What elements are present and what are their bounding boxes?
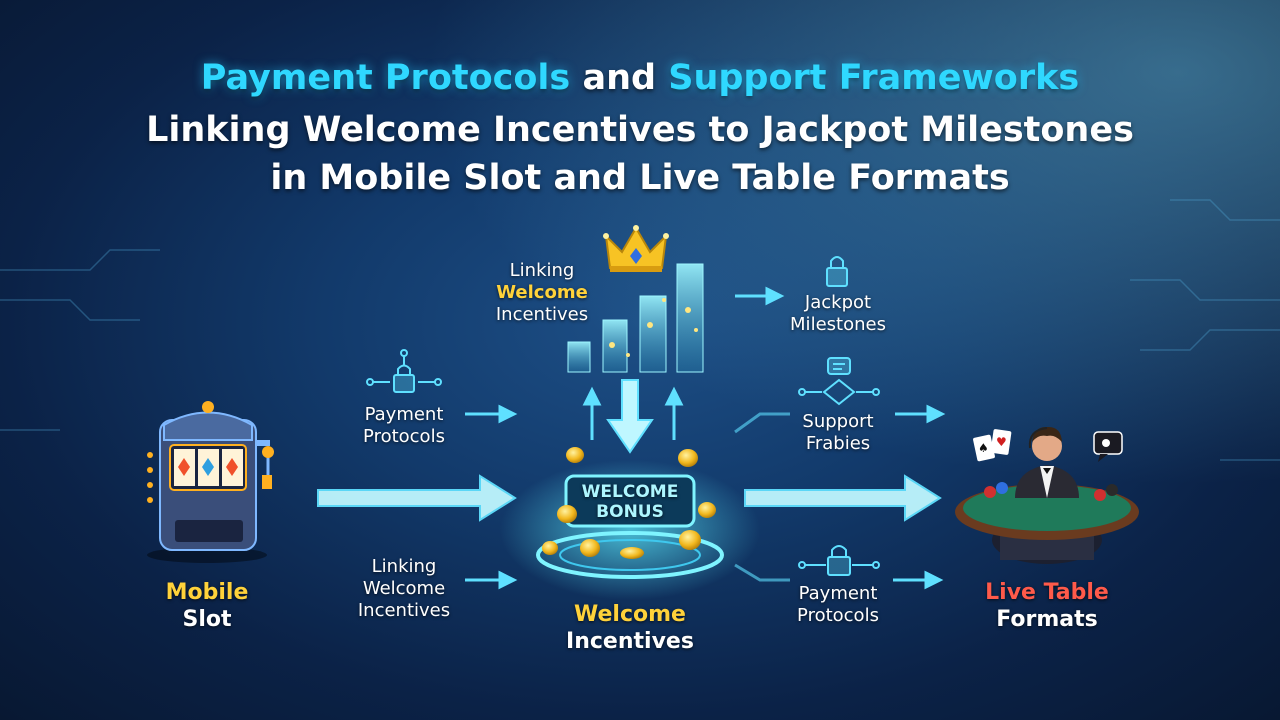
label-top-linking: Linking Welcome Incentives: [482, 260, 602, 326]
label-line: Support: [802, 411, 874, 432]
label-line: Protocols: [363, 426, 445, 447]
svg-text:♥: ♥: [996, 435, 1007, 449]
label-mobile-slot: Mobile Slot: [147, 579, 267, 633]
label-line: Mobile: [165, 580, 249, 605]
label-welcome-incentives: Welcome Incentives: [550, 601, 710, 655]
title-line-3: in Mobile Slot and Live Table Formats: [270, 158, 1010, 198]
label-line: Frabies: [805, 433, 871, 454]
label-line: Welcome: [574, 602, 686, 627]
arrow-payment-left: [465, 404, 518, 424]
label-line: Slot: [182, 607, 232, 632]
circuit-decoration: [0, 199, 1280, 461]
label-line: Protocols: [797, 605, 879, 626]
welcome-bonus-sign: [564, 474, 696, 528]
label-line: Live Table: [985, 580, 1109, 605]
label-linking-left: Linking Welcome Incentives: [344, 556, 464, 622]
arrow-center-down: [606, 379, 654, 454]
label-line: Welcome: [496, 282, 588, 303]
arrow-payment-right: [734, 563, 944, 590]
label-live-table-formats: Live Table Formats: [967, 579, 1127, 633]
arrow-linking-left: [465, 570, 518, 590]
coin-icon: [542, 447, 716, 559]
sign-line-2: BONUS: [596, 502, 664, 522]
title-highlight-support: Support Frameworks: [668, 58, 1080, 98]
label-line: Payment: [364, 404, 444, 425]
lock-network-icon-right: [798, 545, 880, 576]
dealer-table-icon: [955, 484, 1139, 564]
label-line: Formats: [996, 607, 1098, 632]
label-line: Linking: [371, 556, 437, 577]
label-line: Jackpot: [804, 292, 872, 313]
arrow-slot-to-welcome: [317, 474, 517, 522]
arrow-support-right: [734, 404, 946, 434]
crown-icon: [603, 225, 669, 272]
sign-line-1: WELCOME: [581, 482, 679, 502]
portal-ring: [536, 531, 724, 579]
label-line: Incentives: [357, 600, 451, 621]
title-line-1: Payment Protocols and Support Frameworks: [0, 58, 1280, 98]
label-support-frabies: Support Frabies: [778, 411, 898, 455]
lock-icon-jackpot: [826, 256, 848, 287]
slot-machine-icon: [147, 401, 274, 563]
label-line: Incentives: [566, 629, 694, 654]
arrow-to-jackpot: [735, 286, 785, 306]
growth-bars-icon: [567, 263, 704, 373]
slot-lights: [147, 452, 153, 503]
label-jackpot-milestones: Jackpot Milestones: [778, 292, 898, 336]
arrow-center-up-left: [582, 386, 602, 440]
dealer-icon: [1015, 426, 1079, 498]
chat-bubble-icon: [1093, 431, 1123, 462]
arrow-center-up-right: [664, 386, 684, 440]
chat-network-icon: [798, 357, 880, 406]
sparkles: [609, 298, 698, 357]
lock-network-icon-left: [366, 349, 442, 393]
label-line: Payment: [798, 583, 878, 604]
label-line: Milestones: [790, 314, 886, 335]
playing-cards-icon: ♠ ♥: [973, 429, 1012, 462]
title-and: and: [582, 58, 657, 98]
title-line-2: Linking Welcome Incentives to Jackpot Mi…: [146, 110, 1134, 150]
label-payment-protocols-right: Payment Protocols: [778, 583, 898, 627]
title-highlight-payment: Payment Protocols: [200, 58, 571, 98]
label-payment-protocols-left: Payment Protocols: [344, 404, 464, 448]
label-line: Welcome: [362, 578, 446, 599]
label-line: Linking: [509, 260, 575, 281]
arrow-welcome-to-table: [744, 474, 942, 522]
svg-text:♠: ♠: [978, 441, 989, 455]
poker-chips-icon: [984, 482, 1118, 501]
welcome-bonus-sign-text: WELCOME BONUS: [566, 482, 694, 522]
label-line: Incentives: [495, 304, 589, 325]
